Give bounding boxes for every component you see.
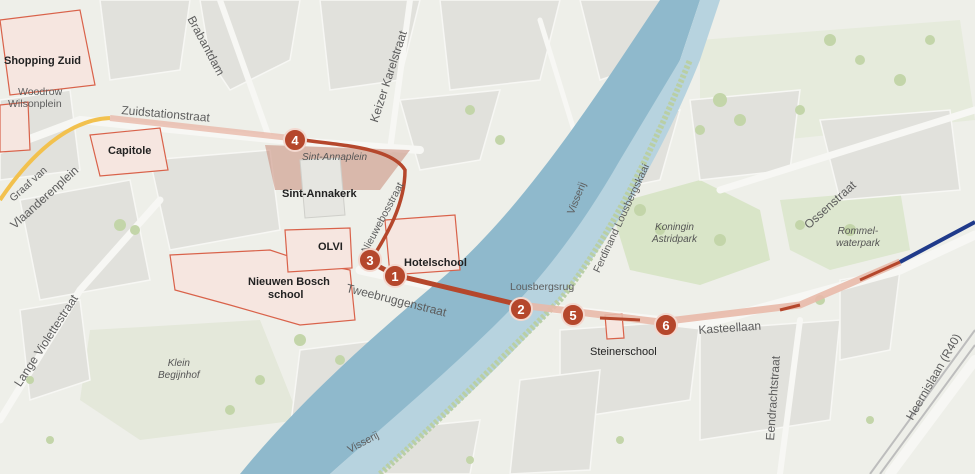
route-kasteellaan — [519, 258, 902, 326]
label-olvi: OLVI — [318, 241, 343, 253]
label-hotelschool: Hotelschool — [404, 257, 467, 269]
label-capitole: Capitole — [108, 145, 152, 157]
capitole-building — [89, 127, 169, 177]
yellow-route — [0, 116, 111, 202]
route-marker-6[interactable]: 6 — [654, 313, 678, 337]
shopping-zuid-building — [0, 9, 96, 96]
hotelschool-building — [384, 214, 461, 276]
river-lys — [240, 0, 700, 474]
label-woodrow: Woodrow — [18, 86, 63, 98]
klein-begijnhof-area — [80, 320, 300, 440]
koningin-astridpark-area — [610, 180, 770, 285]
label-nieuwen-bosch: Nieuwen Bosch — [248, 276, 330, 288]
label-sint-annakerk: Sint-Annakerk — [282, 188, 357, 200]
olvi-building — [284, 227, 353, 273]
label-nieuwen-bosch-school: school — [268, 289, 304, 301]
route-marker-1[interactable]: 1 — [383, 264, 407, 288]
route-marker-2[interactable]: 2 — [509, 297, 533, 321]
label-sint-annaplein: Sint-Annaplein — [302, 152, 368, 163]
label-steinerschool: Steinerschool — [590, 346, 657, 358]
route-marker-4[interactable]: 4 — [283, 128, 307, 152]
route-marker-3[interactable]: 3 — [358, 248, 382, 272]
sint-annakerk-building — [299, 157, 346, 219]
route-marker-5[interactable]: 5 — [561, 303, 585, 327]
label-lousbergsrug: Lousbergsrug — [510, 281, 575, 293]
label-klein-begijnhof: Klein Begijnhof — [158, 358, 200, 381]
label-shopping-zuid: Shopping Zuid — [4, 55, 81, 67]
route-nieuwebosstraat — [289, 136, 407, 263]
label-koningin-astridpark: Koningin Astridpark — [652, 222, 698, 245]
label-rommelwaterpark: Rommel- waterpark — [836, 226, 880, 249]
route-faded-zuidstation — [109, 115, 291, 141]
blue-route — [899, 220, 975, 264]
label-wilsonplein: Wilsonplein — [8, 98, 62, 110]
